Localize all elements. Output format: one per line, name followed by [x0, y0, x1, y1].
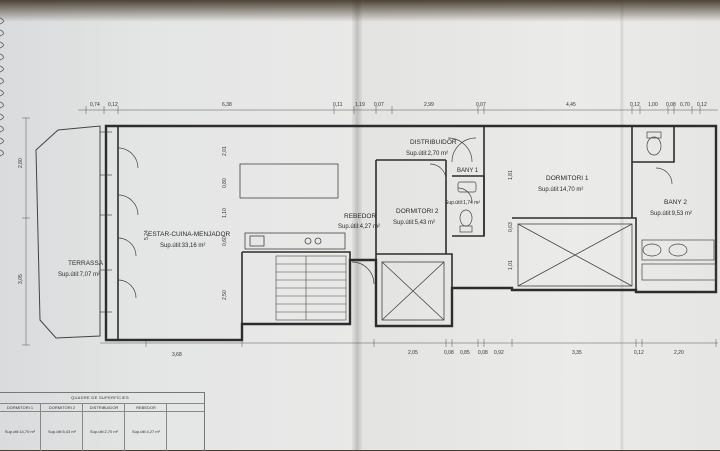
- paper-sheet-left: [0, 0, 360, 450]
- dim-top-0: 0,74: [90, 102, 100, 108]
- kitchen-counter: [239, 163, 346, 250]
- dim-int-0: 2,01: [222, 146, 228, 156]
- legend-header-2: DISTRIBUIDOR: [89, 405, 119, 410]
- terrace-outline: [35, 125, 101, 339]
- room-label-bany2: BANY 2: [664, 199, 687, 206]
- page-fold: [352, 0, 362, 450]
- dim-int-4: 2,50: [222, 290, 228, 300]
- room-label-dormitori1: DORMITORI 1: [546, 175, 589, 182]
- legend-value-2: Sup.útil:2,70 m²: [89, 429, 118, 434]
- dim-top-10: 1,00: [648, 102, 658, 108]
- room-label-estar: ESTAR-CUINA-MENJADOR: [148, 231, 231, 238]
- room-label-bany1: BANY 1: [457, 168, 479, 174]
- dim-int-6: 1,81: [508, 170, 514, 180]
- room-area-bany2: Sup.útil:9,53 m²: [650, 211, 692, 217]
- dim-int-3: 0,60: [222, 236, 228, 246]
- dimension-line-left: [22, 117, 30, 346]
- door-swings: [117, 137, 673, 299]
- legend-col-sep: [166, 403, 167, 451]
- dimension-line-bottom: [100, 339, 718, 347]
- room-label-dormitori2: DORMITORI 2: [396, 208, 439, 215]
- room-area-estar: Sup.útil:33,16 m²: [160, 243, 205, 249]
- void-shafts: [381, 223, 633, 321]
- dim-int-2: 1,10: [222, 208, 228, 218]
- dim-top-13: 0,12: [697, 102, 707, 108]
- dim-left-1: 3,05: [18, 274, 24, 284]
- legend-value-0: Sup.útil:14,70 m²: [4, 429, 36, 434]
- dim-int-1: 0,80: [222, 178, 228, 188]
- dimension-line-top: [78, 106, 718, 114]
- dim-top-5: 0,07: [374, 102, 384, 108]
- dim-int-5: 5,24: [144, 230, 150, 240]
- room-area-rebedor: Sup.útil:4,27 m²: [338, 224, 380, 230]
- surface-legend-table: QUADRE DE SUPERFÍCIES DORMITORI 1 DORMIT…: [0, 392, 205, 451]
- dim-left-0: 2,80: [18, 158, 24, 168]
- legend-header-0: DORMITORI 1: [6, 405, 34, 410]
- dim-top-12: 0,70: [680, 102, 690, 108]
- interior-walls: [117, 126, 675, 340]
- room-area-bany1: Sup.útil:1,74 m²: [445, 200, 480, 206]
- page-fold-right: [620, 0, 624, 450]
- legend-header-row: [0, 403, 204, 404]
- dim-bottom-7: 0,12: [634, 350, 644, 356]
- dim-bottom-1: 2,05: [408, 350, 418, 356]
- dim-bottom-8: 2,20: [674, 350, 684, 356]
- dim-top-8: 4,45: [566, 102, 576, 108]
- dim-int-7: 0,63: [508, 222, 514, 232]
- staircase: [275, 255, 347, 321]
- dim-top-4: 1,19: [355, 102, 365, 108]
- dim-bottom-5: 0,92: [494, 350, 504, 356]
- room-label-distribuidor: DISTRIBUIDOR: [410, 139, 457, 146]
- dim-top-7: 0,07: [476, 102, 486, 108]
- dim-bottom-4: 0,08: [478, 350, 488, 356]
- dim-int-8: 1,01: [508, 260, 514, 270]
- dim-bottom-0: 3,68: [172, 352, 182, 358]
- legend-header-1: DORMITORI 2: [48, 405, 76, 410]
- legend-header-3: REBEDOR: [136, 405, 156, 410]
- legend-col-sep: [82, 403, 83, 451]
- dim-bottom-3: 0,85: [460, 350, 470, 356]
- dim-top-9: 0,12: [630, 102, 640, 108]
- window-marks: [100, 131, 112, 313]
- dim-bottom-6: 3,35: [572, 350, 582, 356]
- legend-divider: [0, 411, 204, 412]
- bathroom-fixtures: [457, 131, 717, 281]
- paper-sheet-right: [356, 0, 720, 450]
- dim-top-6: 2,99: [424, 102, 434, 108]
- legend-value-1: Sup.útil:5,43 m²: [47, 429, 76, 434]
- spiral-binding: [0, 17, 4, 157]
- room-area-terrassa: Sup.útil:7,07 m²: [58, 272, 100, 278]
- room-area-dormitori2: Sup.útil:5,43 m²: [393, 220, 435, 226]
- dim-top-2: 6,38: [222, 102, 232, 108]
- legend-col-sep: [124, 403, 125, 451]
- room-area-distribuidor: Sup.útil:2,70 m²: [406, 151, 448, 157]
- room-area-dormitori1: Sup.útil:14,70 m²: [538, 187, 583, 193]
- legend-title: QUADRE DE SUPERFÍCIES: [71, 395, 129, 400]
- dim-top-1: 0,12: [108, 102, 118, 108]
- legend-value-3: Sup.útil:4,27 m²: [131, 429, 160, 434]
- dim-top-11: 0,08: [666, 102, 676, 108]
- table-edge-shadow: [0, 0, 720, 22]
- dim-bottom-2: 0,08: [444, 350, 454, 356]
- exterior-walls: [104, 124, 718, 342]
- legend-col-sep: [40, 403, 41, 451]
- room-label-terrassa: TERRASSA: [68, 260, 104, 267]
- room-label-rebedor: REBEDOR: [344, 213, 376, 220]
- dim-top-3: 0,11: [333, 102, 343, 108]
